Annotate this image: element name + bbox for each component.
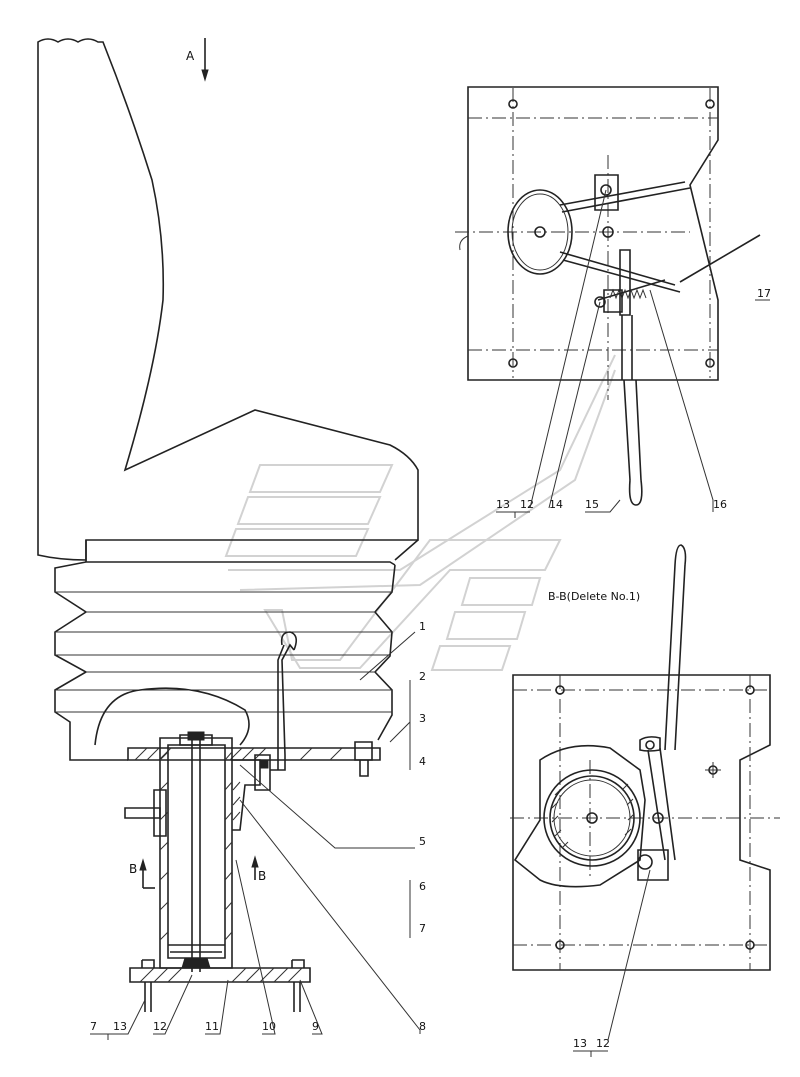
callout-1: 1 (419, 620, 426, 633)
callout-7: 7 (419, 922, 426, 935)
bellows (54, 561, 396, 761)
callout-11: 11 (205, 1020, 219, 1033)
callout-13: 13 (113, 1020, 127, 1033)
callout-12-bottom: 12 (596, 1037, 610, 1050)
watermark-logo-icon (224, 354, 616, 671)
backrest (37, 38, 419, 561)
callout-5: 5 (419, 835, 426, 848)
section-b-b-view (510, 544, 780, 971)
leaders-bottom-right (573, 869, 651, 1057)
callout-6: 6 (419, 880, 426, 893)
section-title: B-B(Delete No.1) (548, 590, 640, 603)
callout-9: 9 (312, 1020, 319, 1033)
callout-8: 8 (419, 1020, 426, 1033)
callout-3: 3 (419, 712, 426, 725)
view-label-a: A (186, 49, 195, 63)
callout-13-bottom: 13 (573, 1037, 587, 1050)
callout-2: 2 (419, 670, 426, 683)
top-plan-view (455, 86, 761, 506)
callout-15: 15 (585, 498, 599, 511)
section-label-b-right: B (258, 869, 266, 883)
leaders-top (496, 189, 770, 518)
callout-16: 16 (713, 498, 727, 511)
seat-side-view (37, 38, 419, 1012)
callout-12: 12 (153, 1020, 167, 1033)
callout-13-top: 13 (496, 498, 510, 511)
callout-14: 14 (549, 498, 563, 511)
section-label-b-left: B (129, 862, 137, 876)
callout-4: 4 (419, 755, 426, 768)
callout-7-box: 7 (90, 1020, 97, 1033)
callout-17: 17 (757, 287, 771, 300)
view-arrow-a: A (186, 38, 209, 82)
leaders-main (90, 631, 421, 1040)
column-cylinder (159, 731, 233, 972)
